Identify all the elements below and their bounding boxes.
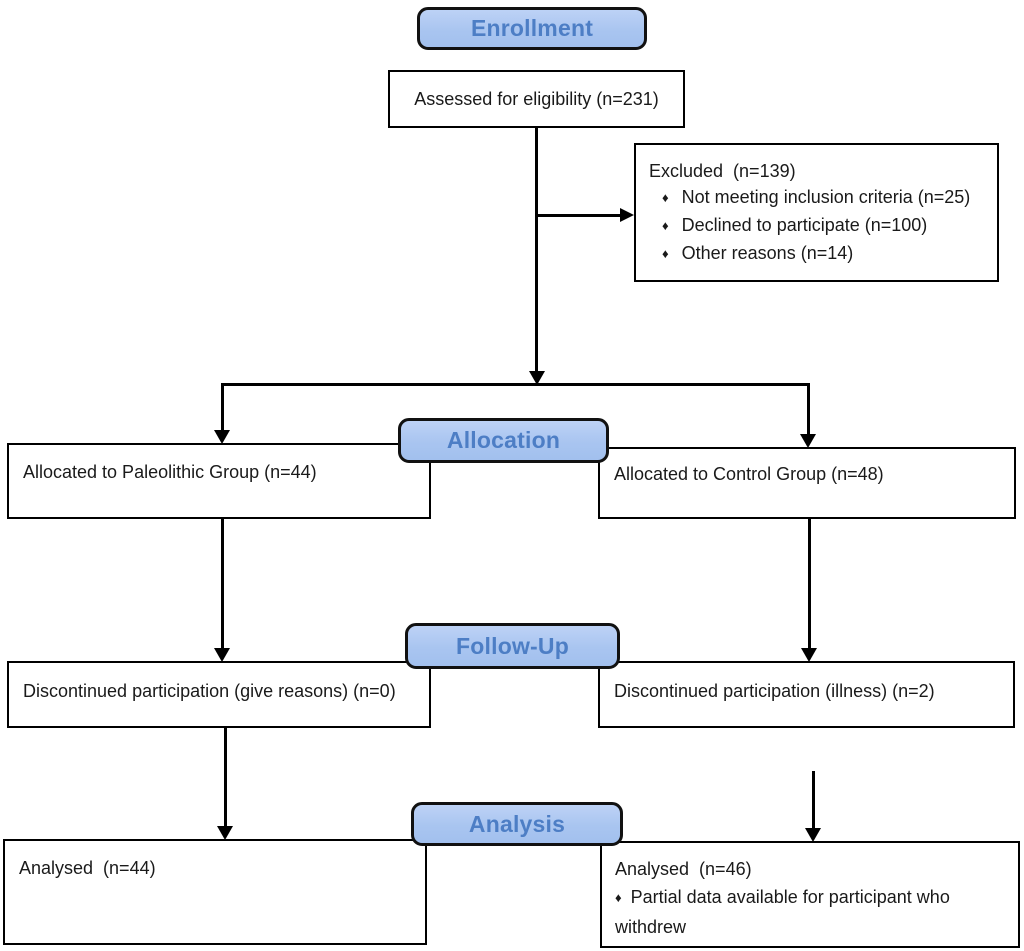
arrowhead-down-icon [800, 434, 816, 448]
assessed-eligibility-box: Assessed for eligibility (n=231) [388, 70, 685, 128]
diamond-bullet-icon: ♦ [662, 218, 669, 233]
excluded-box: Excluded (n=139) ♦Not meeting inclusion … [634, 143, 999, 282]
analysed-control-title: Analysed (n=46) [615, 859, 752, 879]
diamond-bullet-icon: ♦ [662, 246, 669, 261]
discontinued-control-box: Discontinued participation (illness) (n=… [598, 661, 1015, 728]
stage-badge-followup-label: Follow-Up [456, 632, 569, 659]
discontinued-paleolithic-text: Discontinued participation (give reasons… [23, 681, 396, 701]
stage-badge-allocation: Allocation [398, 418, 609, 463]
arrowhead-down-icon [214, 648, 230, 662]
arrowhead-right-icon [620, 208, 634, 222]
arrowhead-down-icon [529, 371, 545, 385]
assessed-eligibility-text: Assessed for eligibility (n=231) [414, 89, 659, 109]
excluded-item: ♦Declined to participate (n=100) [649, 212, 989, 240]
connector-assessed-to-branch [535, 128, 538, 371]
connector-control-to-analysis [812, 771, 815, 828]
connector-paleo-to-analysis [224, 727, 227, 826]
arrowhead-down-icon [217, 826, 233, 840]
arrowhead-down-icon [214, 430, 230, 444]
stage-badge-followup: Follow-Up [405, 623, 620, 669]
excluded-item: ♦Other reasons (n=14) [649, 240, 989, 268]
stage-badge-enrollment-label: Enrollment [470, 15, 594, 41]
connector-control-to-followup [808, 518, 811, 648]
discontinued-paleolithic-box: Discontinued participation (give reasons… [7, 661, 431, 728]
stage-badge-analysis-label: Analysis [468, 810, 566, 837]
excluded-item: ♦Not meeting inclusion criteria (n=25) [649, 184, 989, 212]
analysed-control-item: ♦Partial data available for participant … [615, 883, 1006, 941]
analysed-paleolithic-text: Analysed (n=44) [19, 858, 156, 878]
stage-badge-allocation-label: Allocation [446, 427, 561, 453]
diamond-bullet-icon: ♦ [615, 890, 622, 905]
diamond-bullet-icon: ♦ [662, 190, 669, 205]
allocated-paleolithic-box: Allocated to Paleolithic Group (n=44) [7, 443, 431, 519]
analysed-paleolithic-box: Analysed (n=44) [3, 839, 427, 945]
analysed-control-box: Analysed (n=46) ♦Partial data available … [600, 841, 1020, 948]
allocated-control-text: Allocated to Control Group (n=48) [614, 464, 884, 484]
discontinued-control-text: Discontinued participation (illness) (n=… [614, 681, 935, 701]
connector-to-excluded [536, 214, 621, 217]
arrowhead-down-icon [805, 828, 821, 842]
allocated-paleolithic-text: Allocated to Paleolithic Group (n=44) [23, 462, 317, 482]
excluded-title: Excluded (n=139) [649, 161, 796, 181]
branch-line-allocation [221, 383, 810, 386]
arrowhead-down-icon [801, 648, 817, 662]
connector-paleo-to-followup [221, 518, 224, 648]
stage-badge-enrollment: Enrollment [417, 7, 647, 50]
connector-branch-to-control [807, 383, 810, 434]
stage-badge-analysis: Analysis [411, 802, 623, 846]
connector-branch-to-paleo [221, 383, 224, 430]
allocated-control-box: Allocated to Control Group (n=48) [598, 447, 1016, 519]
